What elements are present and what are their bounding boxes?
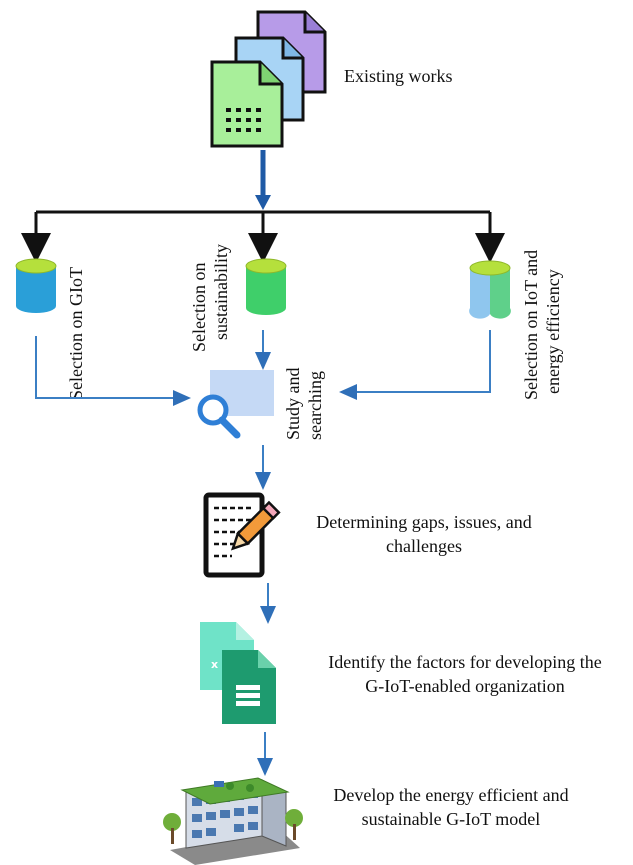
gaps-label-line2: challenges bbox=[386, 536, 462, 556]
svg-text:x: x bbox=[211, 658, 218, 671]
notepad-pencil-icon bbox=[203, 492, 281, 578]
distribution-arrows bbox=[21, 150, 505, 263]
svg-text:searching: searching bbox=[305, 371, 325, 440]
study-searching-label: Study and searching bbox=[283, 367, 325, 440]
spreadsheet-files-icon: x bbox=[200, 622, 276, 724]
svg-text:Selection on IoT and: Selection on IoT and bbox=[521, 250, 541, 400]
selection-giot-label: Selection on GIoT bbox=[66, 267, 86, 400]
magnifier-search-icon bbox=[197, 370, 274, 439]
stacked-documents-icon bbox=[210, 10, 327, 148]
svg-text:sustainability: sustainability bbox=[211, 244, 231, 340]
svg-text:Study and: Study and bbox=[283, 367, 303, 440]
model-label-line1: Develop the energy efficient and bbox=[333, 785, 568, 805]
factors-label-line1: Identify the factors for developing the bbox=[328, 652, 601, 672]
existing-works-label: Existing works bbox=[344, 66, 453, 86]
model-label-line2: sustainable G-IoT model bbox=[362, 809, 541, 829]
selection-sustainability-label: Selection on sustainability bbox=[189, 244, 231, 352]
database-cylinder-icon bbox=[469, 260, 511, 319]
database-cylinder-icon bbox=[15, 258, 57, 313]
flow-arrows-to-study bbox=[35, 330, 491, 406]
gaps-label-line1: Determining gaps, issues, and bbox=[316, 512, 531, 532]
green-building-icon bbox=[163, 777, 303, 865]
svg-text:Selection on: Selection on bbox=[189, 263, 209, 352]
factors-label-line2: G-IoT-enabled organization bbox=[365, 676, 564, 696]
database-cylinder-icon bbox=[245, 258, 287, 315]
selection-iot-energy-label: Selection on IoT and energy efficiency bbox=[521, 250, 563, 400]
svg-text:energy efficiency: energy efficiency bbox=[543, 269, 563, 394]
